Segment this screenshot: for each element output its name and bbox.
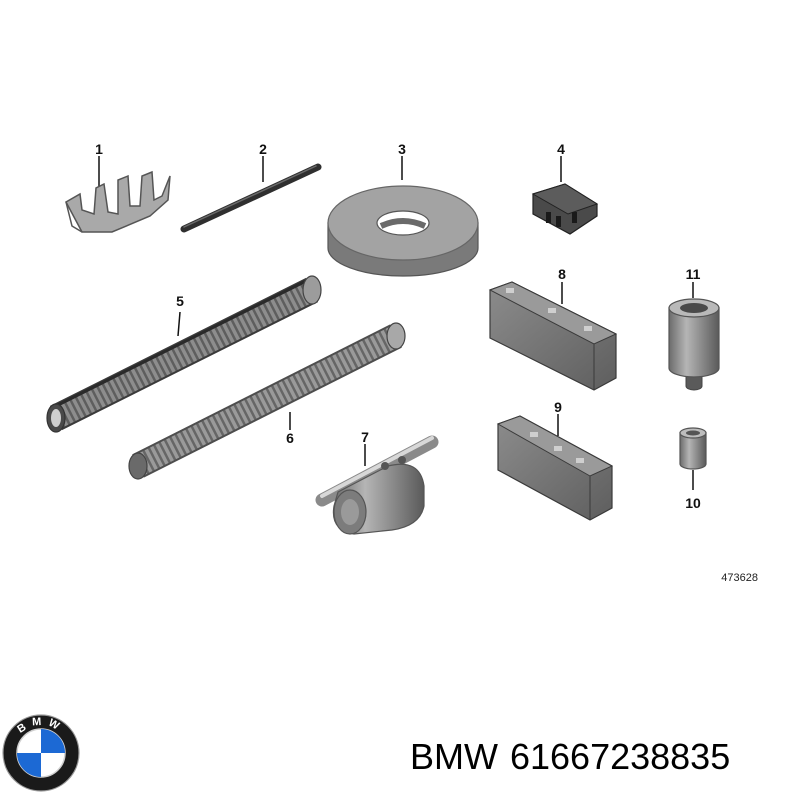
callout-3: 3 [398, 141, 406, 157]
part-4-connector [531, 156, 599, 235]
part-5-split-conduit [46, 275, 322, 433]
part-6-conduit [128, 322, 406, 480]
callout-9: 9 [554, 399, 562, 415]
reference-number: 473628 [721, 572, 758, 584]
callout-2: 2 [259, 141, 267, 157]
part-7-holder [315, 435, 439, 535]
callout-4: 4 [557, 141, 565, 157]
bmw-logo-icon: BMW [2, 714, 80, 792]
part-11-bushing [668, 282, 720, 391]
callout-7: 7 [361, 429, 369, 445]
part-2-rod [180, 156, 322, 233]
callout-11: 11 [686, 266, 701, 282]
callout-8: 8 [558, 266, 566, 282]
part-number-label: BMW 61667238835 [410, 736, 742, 778]
part-3-tape-roll [327, 156, 479, 277]
part-10-sleeve [679, 427, 707, 490]
callout-1: 1 [95, 141, 103, 157]
part-number: 61667238835 [509, 736, 731, 777]
callout-5: 5 [176, 293, 184, 309]
part-8-housing [488, 281, 618, 391]
brand-name: BMW [410, 736, 498, 777]
callout-10: 10 [685, 495, 701, 511]
part-9-housing [496, 414, 614, 521]
callout-6: 6 [286, 430, 294, 446]
part-1-clip [64, 156, 171, 233]
